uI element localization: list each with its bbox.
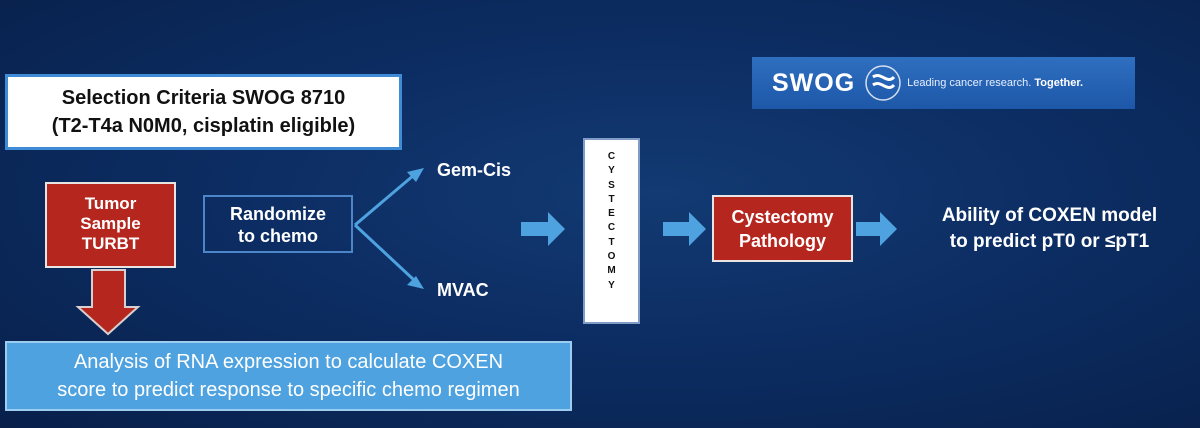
- mvac-label: MVAC: [437, 280, 489, 300]
- arrow-to-pathology: [663, 212, 706, 246]
- tumor-line-2: Sample: [80, 214, 141, 233]
- gem-cis-label: Gem-Cis: [437, 160, 512, 180]
- red-down-arrow: [75, 269, 141, 336]
- cystectomy-vertical-box: CYSTECTOMY: [583, 138, 640, 324]
- randomize-line-1: Randomize: [229, 204, 326, 224]
- tagline-regular: Leading cancer research.: [907, 77, 1032, 89]
- swog-emblem-icon: [865, 65, 901, 101]
- pathology-line-2: Pathology: [738, 231, 826, 251]
- criteria-line-2: (T2-T4a N0M0, cisplatin eligible): [51, 115, 356, 137]
- outcome-text: Ability of COXEN model to predict pT0 or…: [904, 203, 1195, 255]
- tagline-bold: Together.: [1034, 77, 1084, 89]
- randomize-line-2: to chemo: [237, 226, 318, 246]
- cystectomy-vertical-text: CYSTECTOMY: [607, 151, 616, 291]
- randomize-box: Randomize to chemo: [203, 195, 353, 253]
- analysis-line-2: score to predict response to specific ch…: [57, 379, 520, 401]
- pathology-line-1: Cystectomy: [731, 207, 834, 227]
- swog-tagline: Leading cancer research. Together.: [907, 77, 1083, 89]
- branch-mvac-head: [407, 276, 424, 289]
- outcome-line-2: to predict pT0 or ≤pT1: [949, 231, 1150, 252]
- criteria-line-1: Selection Criteria SWOG 8710: [61, 87, 346, 109]
- rna-analysis-box: Analysis of RNA expression to calculate …: [5, 341, 572, 411]
- branch-to-gemcis: [354, 173, 415, 227]
- cystectomy-pathology-box: Cystectomy Pathology: [712, 195, 853, 262]
- arrow-to-outcome: [856, 212, 897, 246]
- selection-criteria-box: Selection Criteria SWOG 8710 (T2-T4a N0M…: [5, 74, 402, 150]
- branch-gemcis-head: [407, 168, 424, 182]
- tumor-line-3: TURBT: [81, 234, 140, 253]
- analysis-line-1: Analysis of RNA expression to calculate …: [73, 351, 504, 373]
- arrow-to-cystectomy: [521, 212, 565, 246]
- outcome-line-1: Ability of COXEN model: [941, 205, 1158, 226]
- tumor-line-1: Tumor: [84, 194, 137, 213]
- swog-wordmark: SWOG: [772, 68, 856, 97]
- swog-logo: SWOG Leading cancer research. Together.: [752, 57, 1135, 109]
- tumor-sample-box: Tumor Sample TURBT: [45, 182, 176, 268]
- branch-to-mvac: [353, 223, 416, 282]
